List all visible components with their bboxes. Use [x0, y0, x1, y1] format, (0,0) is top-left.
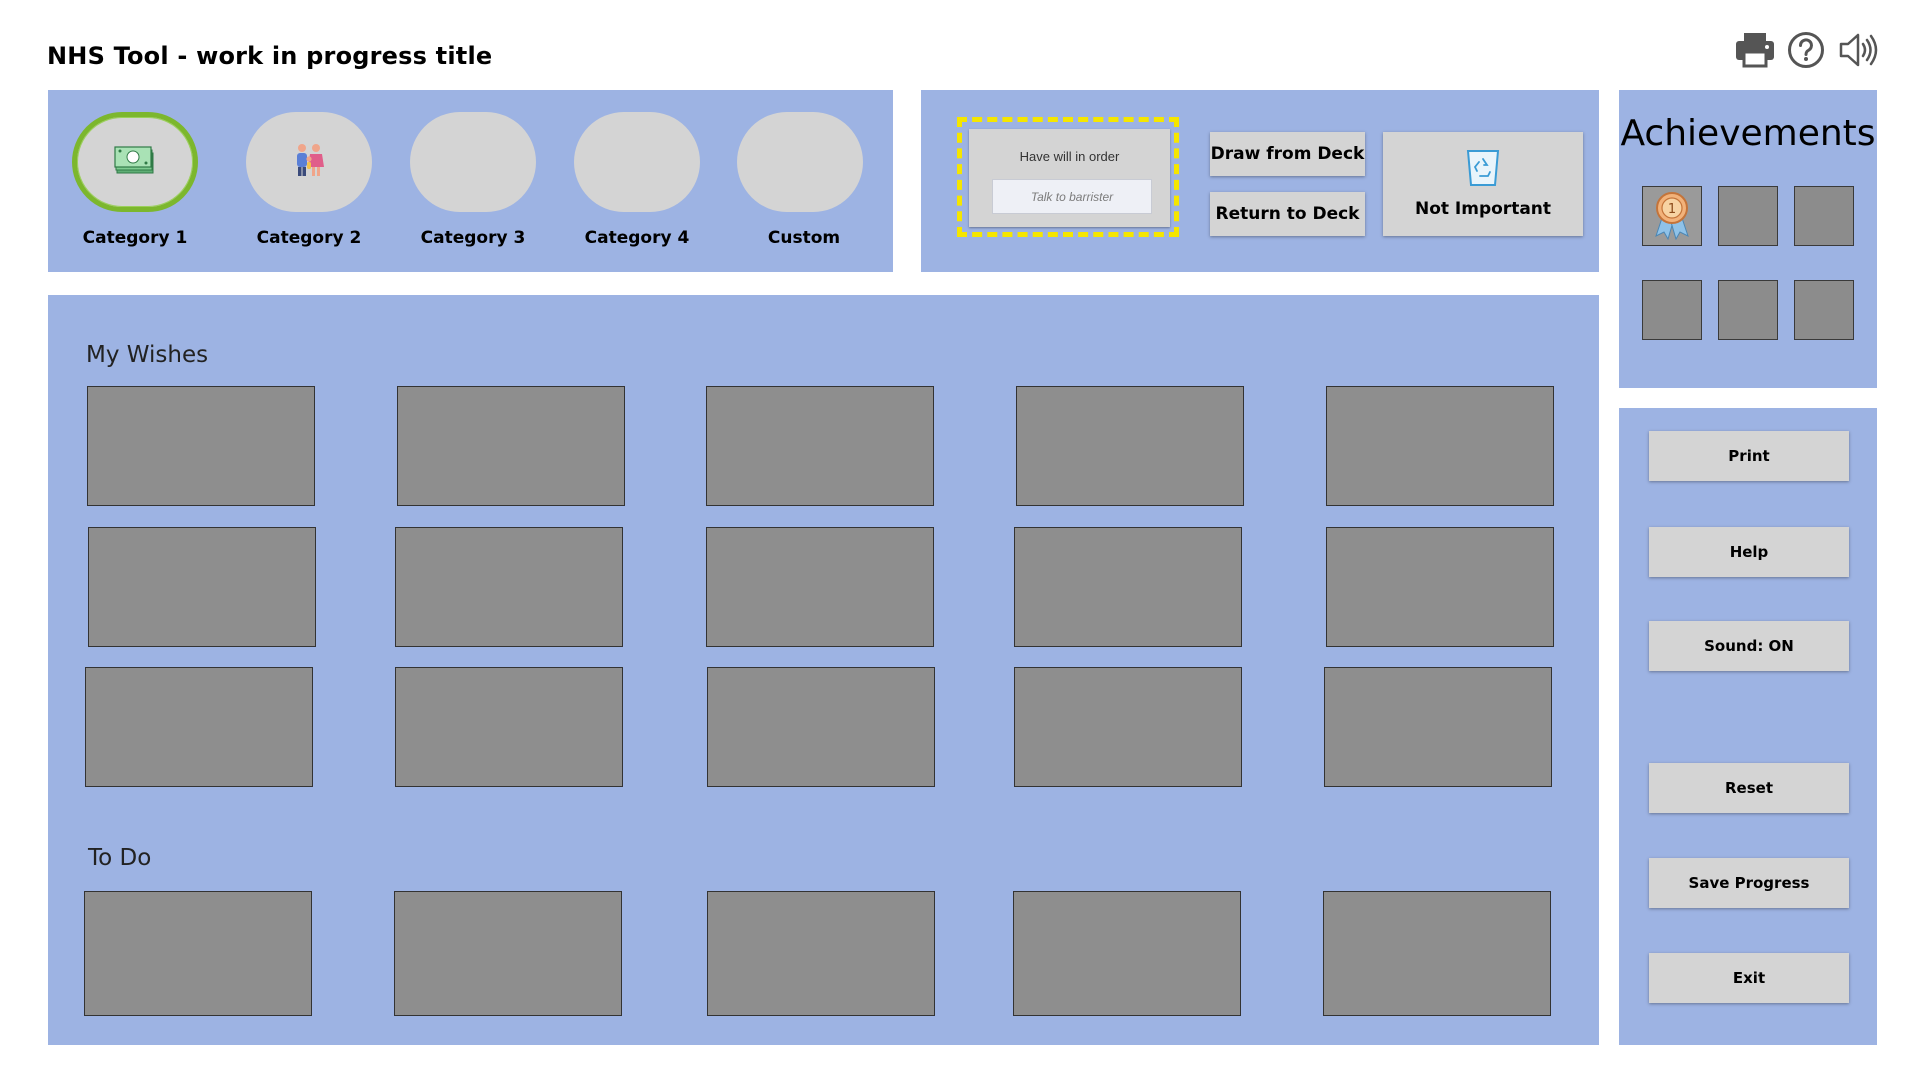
category-2-pill[interactable]	[246, 112, 372, 212]
money-icon	[114, 145, 156, 180]
wish-slot[interactable]	[1326, 386, 1554, 506]
achievement-slot-1[interactable]: 1	[1642, 186, 1702, 246]
wish-slot[interactable]	[1326, 527, 1554, 647]
achievement-slot-6[interactable]	[1794, 280, 1854, 340]
achievements-title: Achievements	[1620, 113, 1876, 154]
return-to-deck-button[interactable]: Return to Deck	[1210, 192, 1365, 236]
category-custom-pill[interactable]	[737, 112, 863, 212]
speaker-icon[interactable]	[1838, 30, 1878, 70]
family-icon	[289, 140, 329, 185]
wish-slot[interactable]	[87, 386, 315, 506]
category-3[interactable]: Category 3	[410, 112, 544, 260]
wish-slot[interactable]	[1014, 527, 1242, 647]
category-1[interactable]: Category 1	[72, 112, 206, 260]
not-important-label: Not Important	[1414, 199, 1552, 219]
drawn-card-drop-zone[interactable]	[957, 117, 1179, 237]
todo-slot[interactable]	[1323, 891, 1551, 1016]
achievement-slot-3[interactable]	[1794, 186, 1854, 246]
wish-slot[interactable]	[88, 527, 316, 647]
category-1-pill[interactable]	[72, 112, 198, 212]
not-important-button[interactable]: Not Important	[1383, 132, 1583, 236]
recycle-bin-icon	[1463, 146, 1503, 193]
wish-slot[interactable]	[1324, 667, 1552, 787]
category-4[interactable]: Category 4	[574, 112, 708, 260]
draw-from-deck-button[interactable]: Draw from Deck	[1210, 132, 1365, 176]
wish-slot[interactable]	[397, 386, 625, 506]
help-button[interactable]: Help	[1649, 527, 1849, 577]
drawn-card[interactable]: Have will in order Talk to barrister	[969, 129, 1170, 227]
drawn-card-subtitle: Talk to barrister	[992, 179, 1152, 214]
to-do-label: To Do	[88, 845, 152, 871]
category-3-pill[interactable]	[410, 112, 536, 212]
wish-slot[interactable]	[706, 386, 934, 506]
award-ribbon-icon: 1	[1650, 188, 1694, 245]
category-custom[interactable]: Custom	[737, 112, 871, 260]
achievement-slot-2[interactable]	[1718, 186, 1778, 246]
app-title: NHS Tool - work in progress title	[47, 42, 493, 70]
printer-icon[interactable]	[1735, 30, 1775, 70]
category-4-pill[interactable]	[574, 112, 700, 212]
reset-button[interactable]: Reset	[1649, 763, 1849, 813]
achievement-slot-4[interactable]	[1642, 280, 1702, 340]
todo-slot[interactable]	[707, 891, 935, 1016]
category-2[interactable]: Category 2	[246, 112, 380, 260]
todo-slot[interactable]	[1013, 891, 1241, 1016]
wish-slot[interactable]	[85, 667, 313, 787]
category-custom-label: Custom	[767, 228, 841, 248]
wish-slot[interactable]	[707, 667, 935, 787]
achievement-number: 1	[1668, 202, 1676, 217]
print-button[interactable]: Print	[1649, 431, 1849, 481]
exit-button[interactable]: Exit	[1649, 953, 1849, 1003]
todo-slot[interactable]	[394, 891, 622, 1016]
todo-slot[interactable]	[84, 891, 312, 1016]
my-wishes-label: My Wishes	[86, 342, 209, 368]
wish-slot[interactable]	[395, 667, 623, 787]
category-4-label: Category 4	[584, 228, 690, 248]
help-circle-icon[interactable]	[1786, 30, 1826, 70]
wish-slot[interactable]	[1016, 386, 1244, 506]
category-1-label: Category 1	[82, 228, 188, 248]
wish-slot[interactable]	[706, 527, 934, 647]
drawn-card-title: Have will in order	[1019, 149, 1120, 164]
save-progress-button[interactable]: Save Progress	[1649, 858, 1849, 908]
wish-slot[interactable]	[1014, 667, 1242, 787]
achievement-slot-5[interactable]	[1718, 280, 1778, 340]
category-3-label: Category 3	[420, 228, 526, 248]
sound-toggle-button[interactable]: Sound: ON	[1649, 621, 1849, 671]
wish-slot[interactable]	[395, 527, 623, 647]
side-menu-panel	[1619, 408, 1877, 1045]
category-2-label: Category 2	[256, 228, 362, 248]
